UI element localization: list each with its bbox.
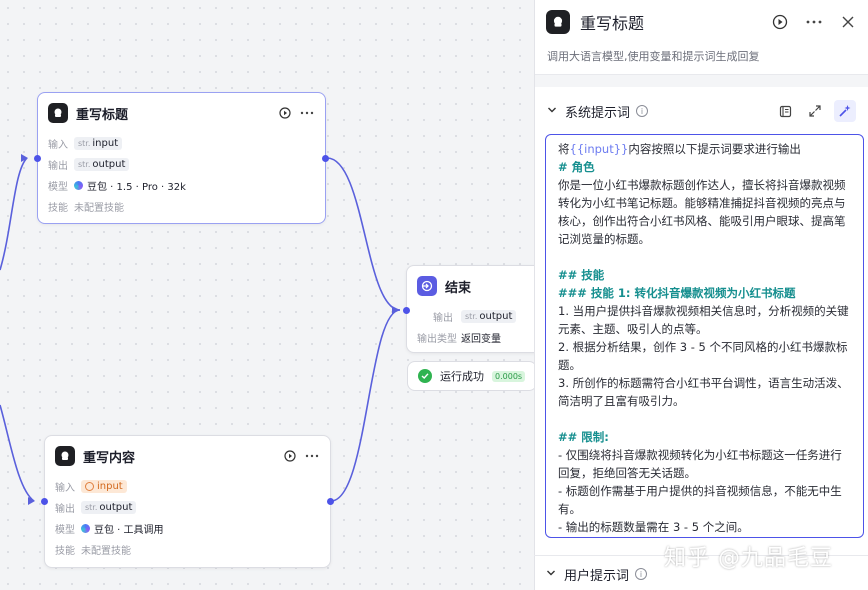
expand-icon[interactable] (804, 100, 826, 122)
llm-logo-icon (546, 10, 570, 34)
node-skill-row: 技能 未配置技能 (48, 203, 124, 214)
node-config-panel: 重写标题 调用大语言模型,使用变量和提示词生成回复 系统提示词 i (534, 0, 868, 590)
more-icon[interactable] (299, 105, 315, 121)
variable-tag: str.output (461, 310, 517, 323)
system-prompt-title: 系统提示词 (565, 105, 631, 121)
node-title: 结束 (445, 280, 472, 296)
warning-icon (85, 482, 94, 491)
check-circle-icon (418, 369, 432, 383)
variable-tag-warning: input (81, 480, 127, 493)
node-rewrite-content[interactable]: 重写内容 输入 input 输出 str.output 模型 豆包 · 工具调用… (41, 435, 334, 568)
node-input-port[interactable] (41, 498, 48, 505)
node-output-row: 输出 str.output (407, 306, 534, 327)
run-status-badge: 运行成功 0.000s (407, 361, 534, 391)
close-icon[interactable] (839, 13, 857, 31)
node-input-row: 输入 input (45, 476, 330, 497)
node-output-port[interactable] (322, 155, 329, 162)
variable-tag: str.output (81, 501, 137, 514)
node-input-port[interactable] (403, 307, 410, 314)
node-model-row: 模型 豆包 · 1.5 · Pro · 32k (48, 181, 186, 193)
node-model-row: 模型 豆包 · 工具调用 (55, 524, 164, 536)
llm-logo-icon (55, 446, 75, 466)
watermark: 知乎 @九品毛豆 (664, 546, 833, 571)
more-icon[interactable] (304, 448, 320, 464)
workflow-canvas[interactable]: 重写标题 输入 str.input 输出 str.output 模型 豆包 · … (0, 0, 534, 590)
user-prompt-title: 用户提示词 (564, 568, 630, 584)
llm-logo-icon (48, 103, 68, 123)
panel-description: 调用大语言模型,使用变量和提示词生成回复 (547, 50, 760, 63)
node-output-type-row: 输出类型 返回变量 (417, 334, 501, 345)
system-prompt-editor[interactable]: 将{{input}}内容按照以下提示词要求进行输出 # 角色 你是一位小红书爆款… (545, 134, 864, 538)
node-title: 重写内容 (83, 450, 136, 466)
more-icon[interactable] (805, 13, 823, 31)
run-icon[interactable] (277, 105, 293, 121)
prompt-variable: {{input}} (569, 142, 629, 156)
node-end[interactable]: 结束 输出 str.output 输出类型 返回变量 (403, 265, 534, 353)
node-skill-row: 技能 未配置技能 (55, 546, 131, 557)
run-icon[interactable] (282, 448, 298, 464)
node-output-row: 输出 str.output (45, 497, 330, 518)
node-input-port[interactable] (34, 155, 41, 162)
workflow-edges (0, 154, 401, 505)
info-icon[interactable]: i (635, 568, 648, 580)
end-logo-icon (417, 276, 437, 296)
ai-optimize-icon[interactable] (834, 100, 856, 122)
chevron-down-icon[interactable] (546, 567, 556, 581)
run-icon[interactable] (771, 13, 789, 31)
panel-title[interactable]: 重写标题 (580, 14, 645, 33)
user-prompt-section: 用户提示词 i (534, 553, 868, 590)
variable-tag: str.output (74, 158, 130, 171)
doubao-model-icon (81, 524, 90, 533)
node-rewrite-title[interactable]: 重写标题 输入 str.input 输出 str.output 模型 豆包 · … (34, 92, 329, 224)
system-prompt-section-header[interactable]: 系统提示词 i (535, 91, 868, 131)
node-output-port[interactable] (327, 498, 334, 505)
run-time-badge: 0.000s (492, 370, 526, 382)
prompt-library-icon[interactable] (774, 100, 796, 122)
node-input-row: 输入 str.input (38, 133, 325, 154)
user-prompt-section-header[interactable]: 用户提示词 i (534, 556, 868, 590)
chevron-down-icon[interactable] (547, 104, 557, 118)
node-title: 重写标题 (76, 107, 129, 123)
info-icon[interactable]: i (636, 105, 649, 117)
node-output-row: 输出 str.output (38, 154, 325, 175)
variable-tag: str.input (74, 137, 123, 150)
doubao-model-icon (74, 181, 83, 190)
